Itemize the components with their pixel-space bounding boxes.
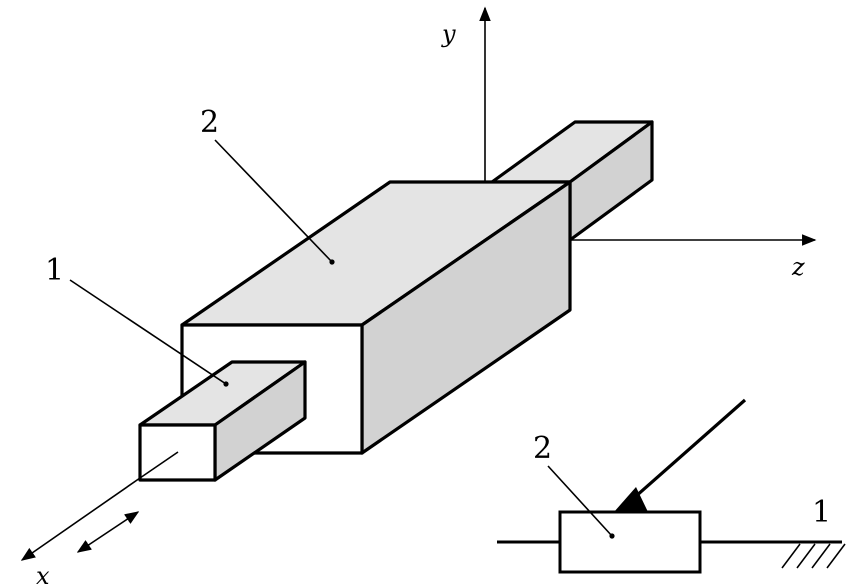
- label-part-1: 1: [45, 253, 64, 288]
- label-axis-y: y: [441, 20, 456, 48]
- symbol-label-part-2: 2: [533, 431, 552, 466]
- label-axis-z: z: [791, 253, 805, 281]
- leader-part-1-dot: [223, 381, 229, 387]
- leader-part-2-dot: [329, 259, 335, 265]
- slide-direction-arrow: [76, 511, 140, 553]
- x-axis: [20, 477, 141, 561]
- leader-part-2: [214, 139, 333, 263]
- joint-symbol: 2 1: [497, 398, 846, 574]
- label-part-2: 2: [200, 105, 219, 140]
- symbol-link: [616, 398, 747, 514]
- rear-rod: [490, 120, 654, 242]
- x-axis-inner: [139, 451, 179, 479]
- ground-hatch: [781, 543, 846, 569]
- front-slider: [138, 360, 307, 482]
- symbol-leader-2: [547, 465, 613, 537]
- label-axis-x: x: [36, 562, 50, 588]
- symbol-leader-2-dot: [609, 533, 615, 539]
- symbol-label-part-1: 1: [812, 495, 831, 530]
- symbol-slider-block: [558, 510, 702, 574]
- leader-part-1: [69, 279, 227, 385]
